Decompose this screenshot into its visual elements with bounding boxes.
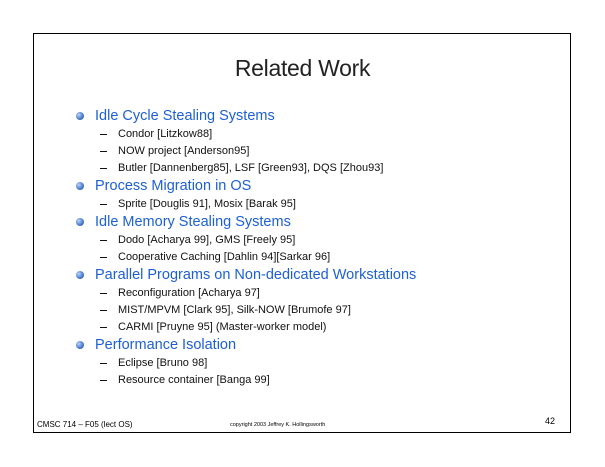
sub-list: Reconfiguration [Acharya 97] MIST/MPVM […: [76, 285, 556, 336]
sub-list: Eclipse [Bruno 98] Resource container [B…: [76, 355, 556, 389]
slide-title: Related Work: [234, 55, 371, 81]
topic-performance-isolation: Performance Isolation: [76, 336, 556, 355]
list-item: Eclipse [Bruno 98]: [76, 355, 556, 372]
list-item: CARMI [Pruyne 95] (Master-worker model): [76, 319, 556, 336]
sphere-bullet-icon: [76, 271, 84, 279]
sphere-bullet-icon: [76, 112, 84, 120]
dash-icon: [100, 310, 107, 311]
dash-icon: [100, 204, 107, 205]
list-item: Butler [Dannenberg85], LSF [Green93], DQ…: [76, 160, 556, 177]
topic-label: Process Migration in OS: [95, 178, 252, 194]
topic-label: Performance Isolation: [95, 337, 237, 353]
list-item: Sprite [Douglis 91], Mosix [Barak 95]: [76, 196, 556, 213]
topic-label: Idle Cycle Stealing Systems: [95, 108, 275, 124]
topic-idle-cycle-stealing: Idle Cycle Stealing Systems: [76, 107, 556, 126]
footer-copyright: copyright 2003 Jeffrey K. Hollingsworth: [230, 422, 326, 428]
list-item: Resource container [Banga 99]: [76, 372, 556, 389]
topic-idle-memory-stealing: Idle Memory Stealing Systems: [76, 213, 556, 232]
dash-icon: [100, 257, 107, 258]
list-item: Reconfiguration [Acharya 97]: [76, 285, 556, 302]
list-item: Condor [Litzkow88]: [76, 126, 556, 143]
dash-icon: [100, 327, 107, 328]
dash-icon: [100, 240, 107, 241]
sub-list: Condor [Litzkow88] NOW project [Anderson…: [76, 126, 556, 177]
topic-label: Parallel Programs on Non-dedicated Works…: [95, 267, 417, 283]
sphere-bullet-icon: [76, 182, 84, 190]
dash-icon: [100, 168, 107, 169]
page-number: 42: [545, 416, 556, 426]
sphere-bullet-icon: [76, 341, 84, 349]
topic-parallel-programs: Parallel Programs on Non-dedicated Works…: [76, 266, 556, 285]
dash-icon: [100, 363, 107, 364]
footer-course-label: CMSC 714 – F05 (lect OS): [37, 420, 133, 429]
slide-content: Idle Cycle Stealing Systems Condor [Litz…: [76, 107, 556, 389]
list-item: Dodo [Acharya 99], GMS [Freely 95]: [76, 232, 556, 249]
sub-list: Dodo [Acharya 99], GMS [Freely 95] Coope…: [76, 232, 556, 266]
list-item: NOW project [Anderson95]: [76, 143, 556, 160]
sphere-bullet-icon: [76, 218, 84, 226]
list-item: MIST/MPVM [Clark 95], Silk-NOW [Brumofe …: [76, 302, 556, 319]
dash-icon: [100, 380, 107, 381]
topic-process-migration: Process Migration in OS: [76, 177, 556, 196]
dash-icon: [100, 134, 107, 135]
slide-frame: [33, 33, 571, 433]
list-item: Cooperative Caching [Dahlin 94][Sarkar 9…: [76, 249, 556, 266]
sub-list: Sprite [Douglis 91], Mosix [Barak 95]: [76, 196, 556, 213]
dash-icon: [100, 293, 107, 294]
dash-icon: [100, 151, 107, 152]
topic-label: Idle Memory Stealing Systems: [95, 214, 291, 230]
